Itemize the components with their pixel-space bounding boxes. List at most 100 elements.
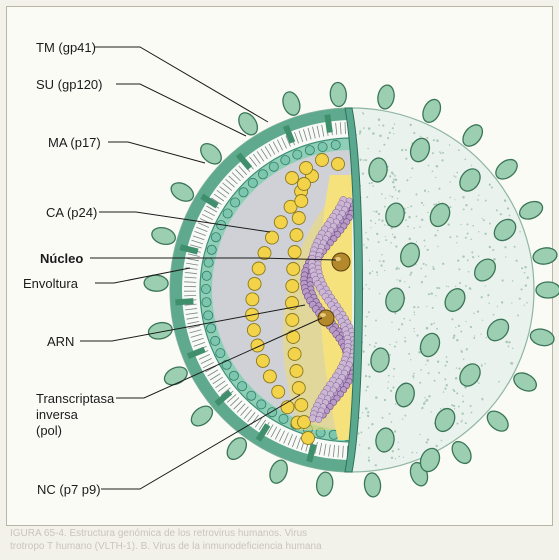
surface-dot: [455, 286, 456, 287]
surface-dot: [428, 293, 430, 295]
surface-dot: [457, 259, 459, 261]
surface-dot: [504, 246, 506, 248]
surface-dot: [437, 360, 439, 362]
matrix-bead: [207, 324, 216, 333]
label-nucleo: Núcleo: [40, 251, 83, 266]
matrix-bead: [204, 311, 213, 320]
surface-dot: [383, 144, 385, 146]
surface-dot: [453, 405, 455, 407]
surface-dot: [385, 236, 386, 237]
surface-dot: [465, 237, 467, 239]
matrix-bead: [211, 233, 220, 242]
surface-dot: [448, 286, 449, 287]
surface-dot: [416, 194, 418, 196]
surface-dot: [409, 320, 411, 322]
surface-dot: [467, 233, 469, 235]
surface-dot: [360, 431, 362, 433]
surface-dot: [520, 288, 522, 290]
matrix-bead: [293, 150, 302, 159]
surface-dot: [501, 279, 503, 281]
surface-dot: [456, 392, 458, 394]
surface-dot: [430, 292, 433, 295]
capsid-bead: [292, 212, 305, 225]
surface-dot: [498, 381, 500, 383]
surface-dot: [419, 382, 421, 384]
surface-dot: [437, 246, 438, 247]
surface-dot: [375, 223, 376, 224]
surface-dot: [465, 422, 467, 424]
matrix-bead: [318, 142, 327, 151]
lipid-line: [345, 122, 346, 134]
surface-dot: [410, 205, 412, 207]
surface-dot: [404, 415, 406, 417]
capsid-bead: [287, 263, 300, 276]
surface-dot: [368, 427, 370, 429]
surface-dot: [442, 263, 444, 265]
surface-dot: [359, 417, 361, 419]
surface-dot: [436, 287, 438, 289]
surface-dot: [369, 344, 371, 346]
surface-dot: [421, 218, 424, 221]
surface-dot: [406, 179, 408, 181]
surface-dot: [470, 288, 472, 290]
surface-dot: [365, 284, 366, 285]
surface-dot: [408, 216, 411, 219]
surface-dot: [363, 244, 364, 245]
envelope-knob: [517, 198, 545, 222]
surface-dot: [491, 186, 493, 188]
surface-dot: [486, 337, 487, 338]
surface-dot: [481, 364, 482, 365]
surface-dot: [456, 367, 457, 368]
envelope-knob: [511, 369, 540, 394]
envelope-knob: [147, 320, 174, 341]
surface-dot: [380, 264, 382, 266]
surface-dot: [379, 135, 382, 138]
surface-dot: [524, 266, 526, 268]
surface-dot: [453, 335, 455, 337]
matrix-bead: [331, 140, 340, 149]
matrix-bead: [202, 271, 211, 280]
surface-dot: [462, 420, 463, 421]
surface-dot: [466, 348, 468, 350]
capsid-bead: [288, 348, 301, 361]
surface-dot: [416, 334, 418, 336]
envelope-knob: [420, 97, 444, 125]
surface-dot: [368, 459, 370, 461]
surface-dot: [416, 216, 418, 218]
surface-dot: [477, 199, 479, 201]
surface-dot: [413, 306, 415, 308]
surface-dot: [471, 251, 473, 253]
surface-dot: [369, 182, 371, 184]
surface-dot: [427, 212, 429, 214]
surface-dot: [362, 412, 363, 413]
surface-dot: [433, 268, 435, 270]
surface-dot: [395, 179, 398, 182]
surface-dot: [524, 305, 525, 306]
surface-dot: [401, 149, 403, 151]
surface-dot: [376, 233, 378, 235]
surface-dot: [425, 264, 427, 266]
surface-dot: [444, 365, 446, 367]
matrix-bead: [247, 391, 256, 400]
capsid-bead: [252, 262, 265, 275]
surface-dot: [389, 132, 391, 134]
surface-dot: [463, 358, 465, 360]
surface-dot: [465, 321, 466, 322]
surface-dot: [470, 326, 472, 328]
surface-dot: [359, 130, 361, 132]
surface-dot: [403, 318, 405, 320]
surface-dot: [431, 412, 432, 413]
surface-dot: [403, 457, 404, 458]
surface-dot: [365, 407, 368, 410]
capsid-bead: [295, 399, 308, 412]
matrix-bead: [211, 336, 220, 345]
matrix-bead: [202, 298, 211, 307]
surface-dot: [456, 339, 458, 341]
capsid-bead: [302, 432, 315, 445]
surface-dot: [362, 112, 363, 113]
surface-dot: [413, 311, 415, 313]
label-su: SU (gp120): [36, 77, 102, 92]
surface-dot: [436, 328, 438, 330]
label-ma: MA (p17): [48, 135, 101, 150]
surface-dot: [460, 330, 462, 332]
